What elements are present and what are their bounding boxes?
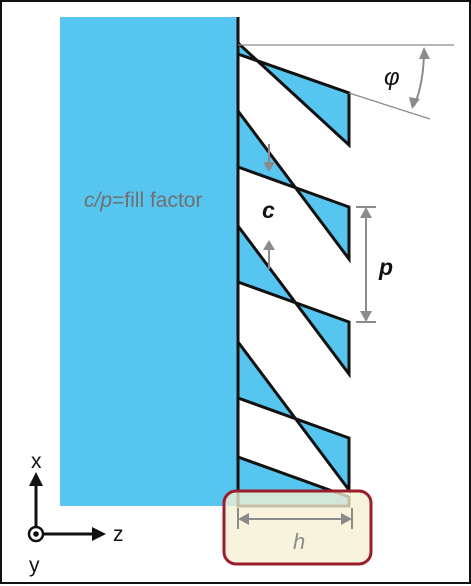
phi-arrow-bottom bbox=[409, 97, 420, 109]
height-highlight-box bbox=[222, 489, 373, 566]
axis-x-label: x bbox=[31, 450, 42, 473]
axis-z-arrow bbox=[92, 527, 106, 541]
c-label: c bbox=[262, 197, 275, 223]
p-arrow-top bbox=[360, 207, 372, 218]
phi-arrow-top bbox=[419, 47, 430, 59]
axis-z-label: z bbox=[113, 523, 124, 546]
grating-tooth-3 bbox=[236, 221, 351, 379]
grating-tooth-1 bbox=[236, 39, 351, 149]
p-arrow-bottom bbox=[360, 311, 372, 322]
substrate-block bbox=[60, 17, 238, 506]
axis-y-dot bbox=[33, 531, 39, 537]
h-label: h bbox=[293, 529, 305, 554]
fill-factor-label: c/p=fill factor bbox=[84, 189, 202, 212]
h-arrow-right bbox=[341, 513, 352, 525]
c-arrow-bottom-head bbox=[263, 240, 275, 250]
p-label: p bbox=[378, 254, 393, 280]
grating-tooth-4 bbox=[236, 337, 351, 495]
c-arrow-top-head bbox=[263, 162, 275, 172]
axis-y-label: y bbox=[29, 554, 40, 577]
axis-x-arrow bbox=[29, 472, 43, 486]
grating-tooth-2 bbox=[236, 106, 351, 264]
phi-label: φ bbox=[384, 64, 400, 91]
h-arrow-left bbox=[238, 513, 249, 525]
angle-reference-slanted bbox=[348, 92, 431, 120]
